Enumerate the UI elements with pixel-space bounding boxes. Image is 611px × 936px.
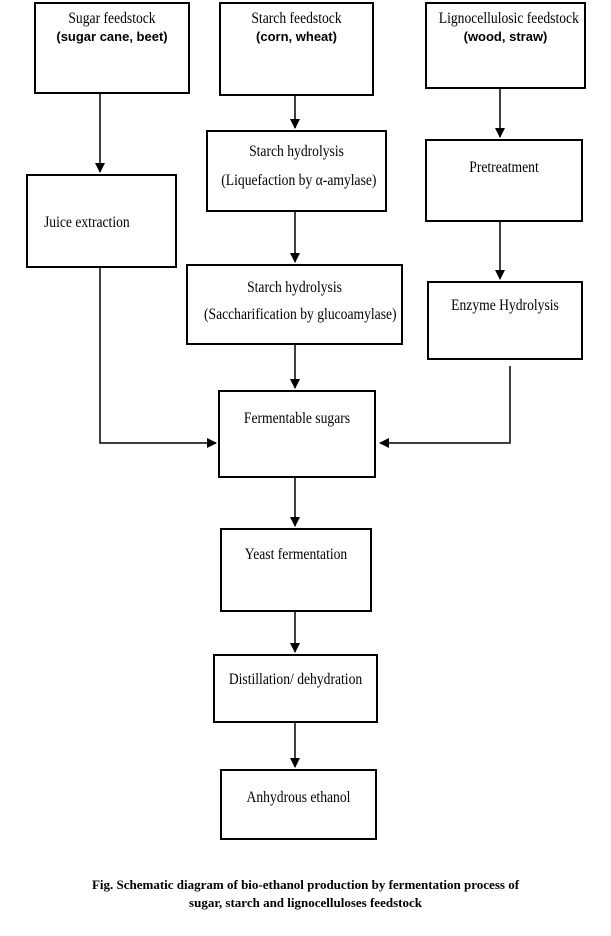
node-starch-feedstock-title: Starch feedstock bbox=[251, 10, 342, 27]
figure-caption: Fig. Schematic diagram of bio-ethanol pr… bbox=[20, 876, 591, 911]
node-distillation-title: Distillation/ dehydration bbox=[228, 671, 363, 688]
node-juice-extraction: Juice extraction bbox=[26, 174, 177, 268]
node-juice-extraction-title: Juice extraction bbox=[44, 214, 130, 231]
node-starch-liquefaction-line2: (Liquefaction by α-amylase) bbox=[221, 172, 377, 190]
node-starch-saccharification: Starch hydrolysis (Saccharification by g… bbox=[186, 264, 403, 345]
figure-caption-line2: sugar, starch and lignocelluloses feedst… bbox=[189, 894, 422, 910]
node-anhydrous-ethanol-title: Anhydrous ethanol bbox=[246, 789, 351, 806]
node-fermentable-sugars: Fermentable sugars bbox=[218, 390, 376, 478]
node-starch-saccharification-line2: (Saccharification by glucoamylase) bbox=[203, 306, 397, 324]
node-ligno-feedstock-title: Lignocellulosic feedstock bbox=[438, 10, 579, 27]
node-enzyme-hydrolysis: Enzyme Hydrolysis bbox=[427, 281, 583, 360]
figure-caption-line1: Fig. Schematic diagram of bio-ethanol pr… bbox=[91, 877, 520, 892]
arrow-juice-to-sugars bbox=[99, 268, 217, 448]
node-starch-liquefaction-line1: Starch hydrolysis bbox=[249, 143, 344, 160]
node-yeast-fermentation-title: Yeast fermentation bbox=[244, 546, 348, 563]
node-distillation: Distillation/ dehydration bbox=[213, 654, 378, 723]
node-sugar-feedstock-sub: (sugar cane, beet) bbox=[56, 28, 168, 44]
node-enzyme-hydrolysis-title: Enzyme Hydrolysis bbox=[451, 297, 559, 314]
node-starch-saccharification-line1: Starch hydrolysis bbox=[247, 279, 342, 296]
node-pretreatment: Pretreatment bbox=[425, 139, 583, 222]
node-anhydrous-ethanol: Anhydrous ethanol bbox=[220, 769, 377, 840]
node-sugar-feedstock-title: Sugar feedstock bbox=[68, 10, 156, 27]
arrow-enzyme-to-sugars bbox=[379, 366, 511, 448]
node-starch-liquefaction: Starch hydrolysis (Liquefaction by α-amy… bbox=[206, 130, 387, 212]
node-starch-feedstock-sub: (corn, wheat) bbox=[256, 28, 337, 44]
node-yeast-fermentation: Yeast fermentation bbox=[220, 528, 372, 612]
node-starch-feedstock: Starch feedstock (corn, wheat) bbox=[219, 2, 374, 96]
node-fermentable-sugars-title: Fermentable sugars bbox=[243, 410, 351, 427]
node-ligno-feedstock-sub: (wood, straw) bbox=[463, 28, 548, 44]
node-pretreatment-title: Pretreatment bbox=[469, 159, 539, 176]
node-sugar-feedstock: Sugar feedstock (sugar cane, beet) bbox=[34, 2, 190, 94]
node-lignocellulosic-feedstock: Lignocellulosic feedstock (wood, straw) bbox=[425, 2, 586, 89]
